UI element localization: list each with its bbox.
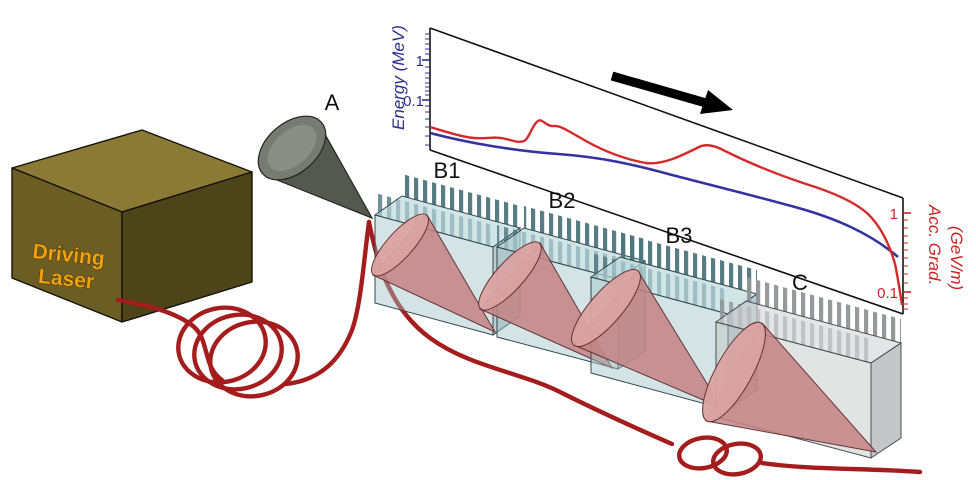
- energy-axis-label: Energy (MeV): [389, 25, 408, 130]
- stage-b1-label: B1: [434, 158, 461, 183]
- plot-top-edge: [429, 27, 904, 199]
- fiber-under-stages: [366, 219, 675, 447]
- laser-box-right-face: [121, 171, 253, 323]
- stage-b1-comb-back: [402, 174, 520, 228]
- stage-c-comb-back: [746, 277, 901, 343]
- right-axis-minor-ticks: [903, 219, 908, 310]
- beam-cone-3-mouth: [571, 269, 641, 347]
- beam-cone-3: [571, 269, 724, 410]
- fiber-cable-front: [115, 219, 372, 399]
- stage-c-right-face: [870, 342, 902, 459]
- beam-direction-arrow: [610, 71, 733, 114]
- stage-c-label: C: [792, 270, 808, 295]
- right-axis-major-ticks: [903, 212, 911, 293]
- beam-cone-4-mouth: [702, 321, 766, 423]
- beam-cone-4: [702, 321, 878, 453]
- left-tick-1: 1: [416, 53, 424, 70]
- fiber-loop-right: [677, 435, 763, 477]
- stage-b2-comb-back: [524, 206, 645, 261]
- acc-gradient-curve: [429, 119, 904, 306]
- beam-cone-1-mouth: [371, 213, 429, 277]
- fiber-to-gun: [283, 219, 372, 387]
- gun-back-face-inner: [267, 125, 317, 171]
- left-axis-minor-ticks: [425, 33, 430, 146]
- right-tick-0p1: 0.1: [877, 285, 898, 302]
- stage-b3-label: B3: [666, 223, 693, 248]
- inset-plot: 1 0.1 1 0.1 Energy (MeV) Acc. Grad. (GeV…: [389, 25, 966, 315]
- driving-laser-box: [11, 129, 253, 323]
- right-tick-1: 1: [890, 206, 898, 223]
- left-tick-0p1: 0.1: [403, 93, 424, 110]
- fiber-exit-right: [759, 460, 923, 475]
- acc-grad-axis-label-line1: Acc. Grad.: [925, 204, 944, 285]
- left-axis-major-ticks: [422, 59, 430, 101]
- electron-gun: [257, 115, 374, 220]
- stage-b2-label: B2: [549, 188, 576, 213]
- fiber-coil: [176, 305, 300, 399]
- energy-curve: [429, 131, 899, 258]
- fiber-cable-bottom: [366, 219, 923, 477]
- plot-bottom-edge: [429, 149, 904, 315]
- stage-b3-comb-back: [620, 233, 757, 294]
- gun-label: A: [325, 90, 340, 115]
- acc-grad-axis-label-line2: (GeV/m): [947, 226, 966, 290]
- beam-cone-1: [371, 213, 497, 334]
- beam-cone-2-mouth: [478, 241, 542, 311]
